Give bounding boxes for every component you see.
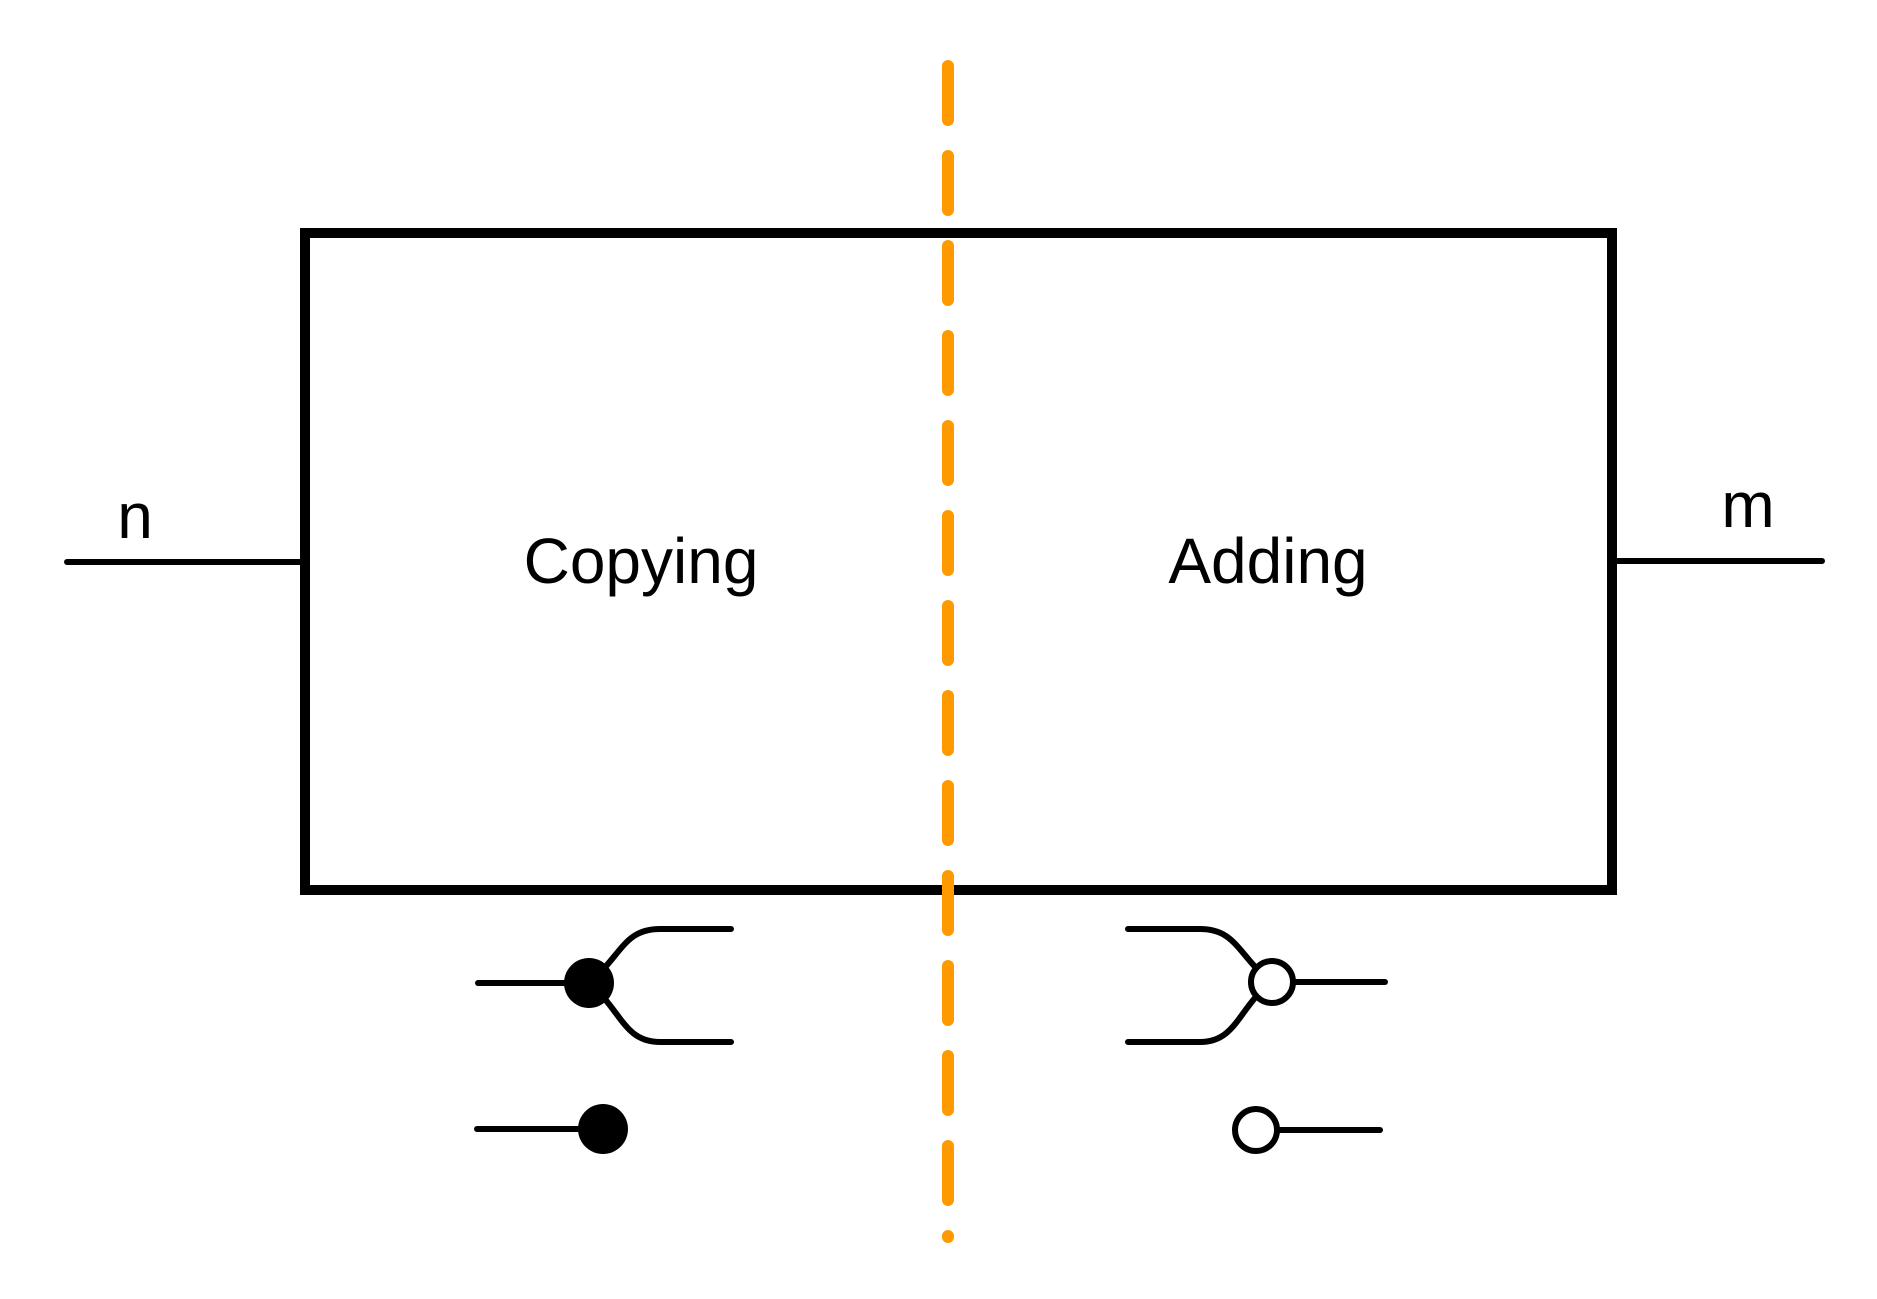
process-box bbox=[300, 228, 1617, 895]
input-port-label: n bbox=[117, 480, 153, 552]
white-dot-merge-icon bbox=[1125, 926, 1388, 1045]
white-dot-terminator-icon bbox=[1232, 1106, 1383, 1154]
black-dot-fork-icon bbox=[475, 926, 734, 1045]
copying-region-label: Copying bbox=[524, 525, 759, 597]
adding-region-label: Adding bbox=[1168, 525, 1367, 597]
black-dot-terminator-icon bbox=[474, 1104, 628, 1154]
output-port-label: m bbox=[1721, 469, 1774, 541]
